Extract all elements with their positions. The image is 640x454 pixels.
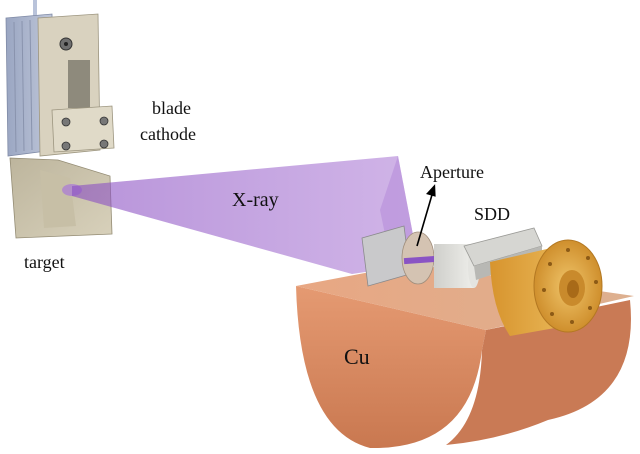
clamp-screw-1 <box>61 117 71 127</box>
aperture-assembly <box>361 225 480 288</box>
label-cathode: cathode <box>140 124 196 144</box>
holder-slot <box>68 60 90 108</box>
source-assembly <box>5 0 115 239</box>
label-cu: Cu <box>344 344 370 369</box>
xray-beam <box>72 156 414 274</box>
label-sdd: SDD <box>474 204 510 224</box>
blue-plate-ribs <box>13 19 33 153</box>
feedthrough-rod <box>33 0 37 22</box>
aperture-pointer <box>416 184 436 247</box>
sdd-bolt-ring <box>542 248 598 324</box>
label-blade: blade <box>152 98 191 118</box>
label-xray: X-ray <box>232 189 279 211</box>
clamp-screw-3 <box>61 141 71 151</box>
blade-clamp <box>51 105 115 153</box>
label-aperture: Aperture <box>420 162 484 182</box>
aperture-pin <box>403 255 439 265</box>
clamp-screw-4 <box>99 139 109 149</box>
copper-front <box>296 286 486 449</box>
copper-side <box>446 300 631 445</box>
sdd-detector <box>463 227 603 336</box>
target-face <box>40 170 76 228</box>
label-target: target <box>24 252 65 272</box>
clamp-screw-2 <box>99 116 109 126</box>
